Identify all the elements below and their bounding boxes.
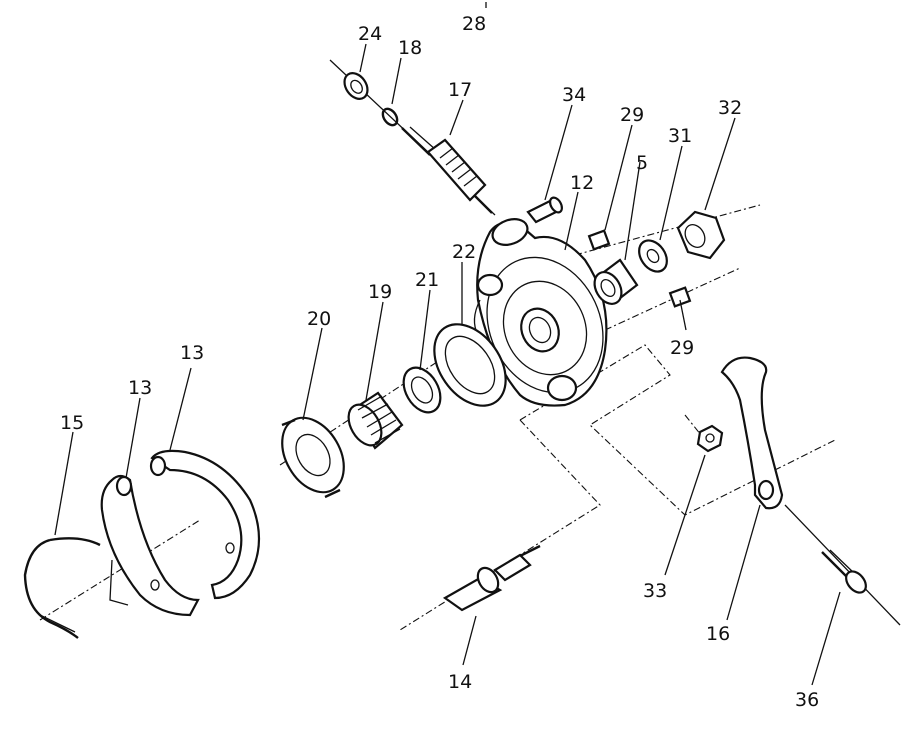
part-18-ring [381, 107, 399, 127]
leader-lines [54, 2, 841, 686]
label-21: 21 [415, 269, 439, 291]
label-33: 33 [643, 580, 667, 602]
part-29-plug-upper [587, 229, 611, 251]
label-34: 34 [562, 84, 586, 106]
part-29-plug-lower [668, 286, 692, 308]
label-29-lower: 29 [670, 337, 694, 359]
label-13-right: 13 [180, 342, 204, 364]
part-17-worm-shaft [401, 126, 493, 214]
part-31-washer [638, 239, 668, 273]
label-36: 36 [795, 689, 819, 711]
label-15: 15 [60, 412, 84, 434]
part-13-brake-shoe-left [100, 474, 200, 617]
part-24-nut [343, 72, 369, 100]
part-32-hex-nut [676, 210, 726, 260]
label-24: 24 [358, 23, 382, 45]
label-31: 31 [668, 125, 692, 147]
label-32: 32 [718, 97, 742, 119]
label-20: 20 [307, 308, 331, 330]
part-34-bolt [526, 196, 563, 224]
part-21-washer [402, 366, 442, 414]
part-14-cam-bolt [442, 544, 541, 612]
part-36-bolt [821, 549, 867, 594]
part-20-dust-cover [281, 416, 345, 499]
part-33-nut [696, 424, 724, 453]
label-17: 17 [448, 79, 472, 101]
part-12-housing [473, 218, 608, 407]
part-16-brake-arm [720, 356, 784, 510]
label-19: 19 [368, 281, 392, 303]
label-18: 18 [398, 37, 422, 59]
part-5-bearing [593, 258, 639, 305]
part-15-spring [23, 537, 101, 639]
label-12: 12 [570, 172, 594, 194]
label-16: 16 [706, 623, 730, 645]
label-22: 22 [452, 241, 476, 263]
part-13-brake-shoe-right [149, 449, 260, 600]
label-28: 28 [462, 13, 486, 35]
part-22-seal-ring [433, 323, 507, 407]
label-13-left: 13 [128, 377, 152, 399]
label-14: 14 [448, 671, 472, 693]
label-29-upper: 29 [620, 104, 644, 126]
part-labels: 28 24 18 17 34 29 32 31 5 12 22 21 19 20… [60, 13, 819, 711]
label-5: 5 [636, 152, 648, 174]
part-19-gear [347, 391, 404, 450]
